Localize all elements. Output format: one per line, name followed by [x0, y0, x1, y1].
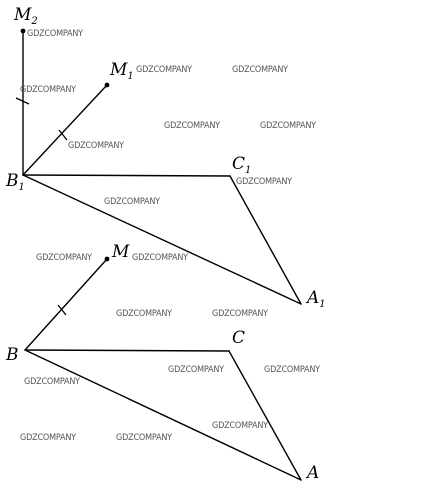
tick-mark-b1-m1 — [58, 129, 68, 141]
watermark-text: GDZCOMPANY — [132, 253, 188, 263]
watermark-text: GDZCOMPANY — [264, 365, 320, 375]
segment-b1-m1 — [22, 84, 108, 176]
watermark-text: GDZCOMPANY — [212, 421, 268, 431]
label-m: M — [111, 242, 130, 262]
segment-b-a — [24, 349, 302, 481]
label-b: B — [5, 345, 19, 365]
watermark-text: GDZCOMPANY — [24, 377, 80, 387]
point-m2 — [20, 28, 26, 34]
watermarks: GDZCOMPANY GDZCOMPANY GDZCOMPANY GDZCOMP… — [20, 29, 320, 443]
watermark-text: GDZCOMPANY — [260, 121, 316, 131]
watermark-text: GDZCOMPANY — [212, 309, 268, 319]
segment-b-m — [24, 258, 108, 351]
label-c: C — [232, 328, 245, 348]
label-a: A — [305, 463, 319, 483]
label-a1: A1 — [305, 288, 326, 310]
point-m — [104, 256, 110, 262]
segment-b1-c1 — [22, 174, 231, 177]
upper-figure — [15, 28, 302, 305]
watermark-text: GDZCOMPANY — [136, 65, 192, 75]
watermark-text: GDZCOMPANY — [104, 197, 160, 207]
watermark-text: GDZCOMPANY — [236, 177, 292, 187]
watermark-text: GDZCOMPANY — [68, 141, 124, 151]
segment-c1-a1 — [229, 175, 302, 305]
tick-mark-b-m — [57, 304, 67, 316]
point-m1 — [104, 82, 110, 88]
watermark-text: GDZCOMPANY — [36, 253, 92, 263]
watermark-text: GDZCOMPANY — [164, 121, 220, 131]
watermark-text: GDZCOMPANY — [232, 65, 288, 75]
segment-b-c — [24, 349, 230, 352]
segment-b1-a1 — [22, 174, 302, 305]
label-c1: C1 — [232, 154, 251, 176]
watermark-text: GDZCOMPANY — [20, 433, 76, 443]
watermark-text: GDZCOMPANY — [168, 365, 224, 375]
tick-mark-b1-m2 — [15, 97, 30, 105]
label-m1: M1 — [109, 60, 134, 82]
label-m2: M2 — [13, 5, 38, 27]
segment-c-a — [228, 350, 302, 481]
watermark-text: GDZCOMPANY — [116, 309, 172, 319]
watermark-text: GDZCOMPANY — [116, 433, 172, 443]
lower-figure — [24, 256, 302, 481]
label-b1: B1 — [5, 171, 25, 193]
watermark-text: GDZCOMPANY — [20, 85, 76, 95]
watermark-text: GDZCOMPANY — [27, 29, 83, 39]
